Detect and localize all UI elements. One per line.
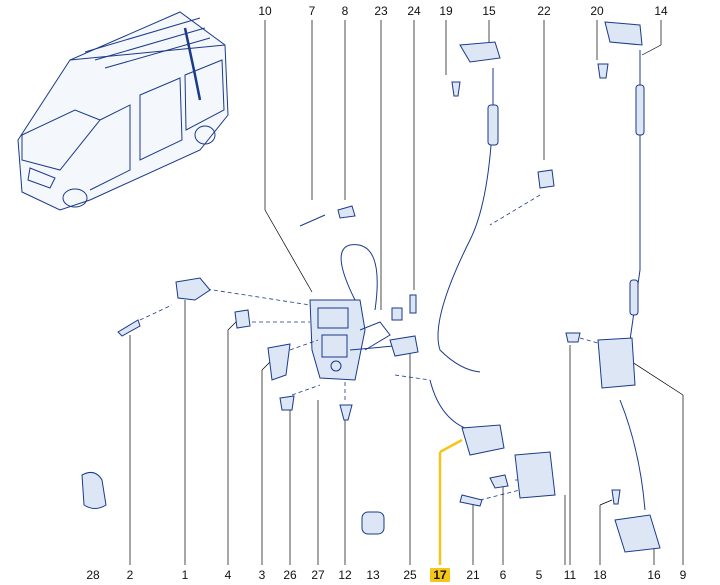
van-illustration: [17, 11, 229, 211]
callout-label: 14: [654, 4, 668, 18]
callout-label: 18: [593, 568, 607, 582]
bottom-leader-lines: [129, 300, 684, 565]
assembly-guide-lines: [139, 194, 606, 501]
callout-label: 1: [181, 568, 189, 582]
callout-label: 12: [338, 568, 352, 582]
callout-label: 10: [258, 4, 272, 18]
callout-label: 24: [407, 4, 421, 18]
callout-label: 21: [466, 568, 480, 582]
callout-label: 27: [311, 568, 325, 582]
callout-label: 22: [537, 4, 551, 18]
highlighted-callout-label: 17: [430, 568, 450, 582]
callout-label: 19: [439, 4, 453, 18]
callout-label: 25: [403, 568, 417, 582]
top-leader-lines: [264, 20, 662, 310]
callout-label: 4: [224, 568, 232, 582]
callout-label: 3: [258, 568, 266, 582]
callout-label: 5: [535, 568, 543, 582]
callout-label: 2: [126, 568, 134, 582]
callout-label: 16: [647, 568, 661, 582]
small-parts: [81, 21, 661, 553]
callout-label: 8: [341, 4, 349, 18]
callout-label: 26: [283, 568, 297, 582]
cables: [299, 50, 646, 511]
callout-label: 11: [563, 568, 577, 582]
callout-label: 15: [482, 4, 496, 18]
callout-label: 9: [679, 568, 687, 582]
callout-label: 7: [308, 4, 316, 18]
callout-label: 6: [499, 568, 507, 582]
door-lock-assembly: [309, 299, 406, 381]
callout-label: 13: [366, 568, 380, 582]
callout-label: 20: [590, 4, 604, 18]
callout-label: 23: [374, 4, 388, 18]
callout-label: 28: [86, 568, 100, 582]
